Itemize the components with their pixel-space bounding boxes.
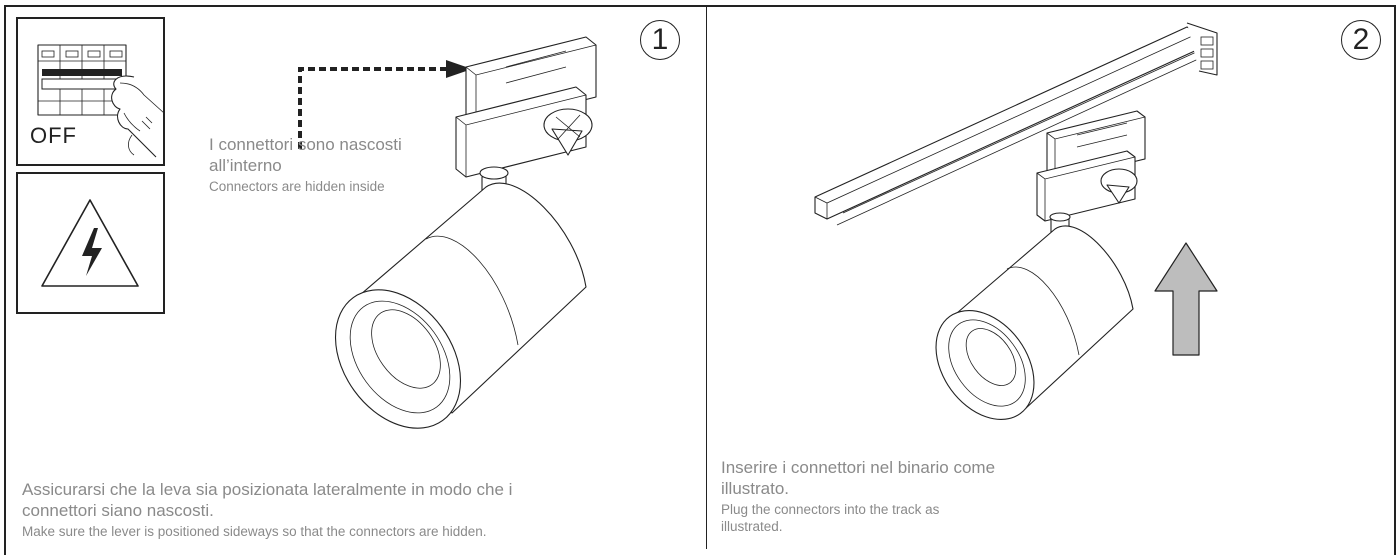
caption-english: Make sure the lever is positioned sidewa… — [22, 524, 487, 539]
caption-english: Plug the connectors into the track as il… — [721, 502, 940, 534]
instruction-frame — [4, 5, 1396, 555]
step-2-panel: 2 Inserire i connettori nel binario come… — [707, 7, 1396, 549]
up-arrow-icon — [1154, 242, 1218, 356]
track-spotlight-illustration-2 — [935, 110, 1146, 421]
step-number-2: 2 — [1341, 20, 1381, 60]
callout-english: Connectors are hidden inside — [209, 179, 385, 194]
circuit-breaker-off-icon: OFF — [16, 17, 165, 166]
panel-divider — [706, 5, 707, 549]
caption-italian: Inserire i connettori nel binario come i… — [721, 458, 996, 498]
step-1-panel: 1 OFF — [6, 7, 706, 549]
track-spotlight-illustration — [334, 36, 597, 429]
callout-italian: I connettori sono nascosti all’interno — [209, 135, 402, 175]
step-number-1: 1 — [640, 20, 680, 60]
dashed-arrow-icon — [298, 60, 472, 149]
track-rail-illustration — [814, 22, 1218, 226]
breaker-off-label: OFF — [30, 123, 77, 148]
caption-italian: Assicurarsi che la leva sia posizionata … — [22, 480, 513, 520]
high-voltage-warning-icon — [16, 172, 165, 314]
